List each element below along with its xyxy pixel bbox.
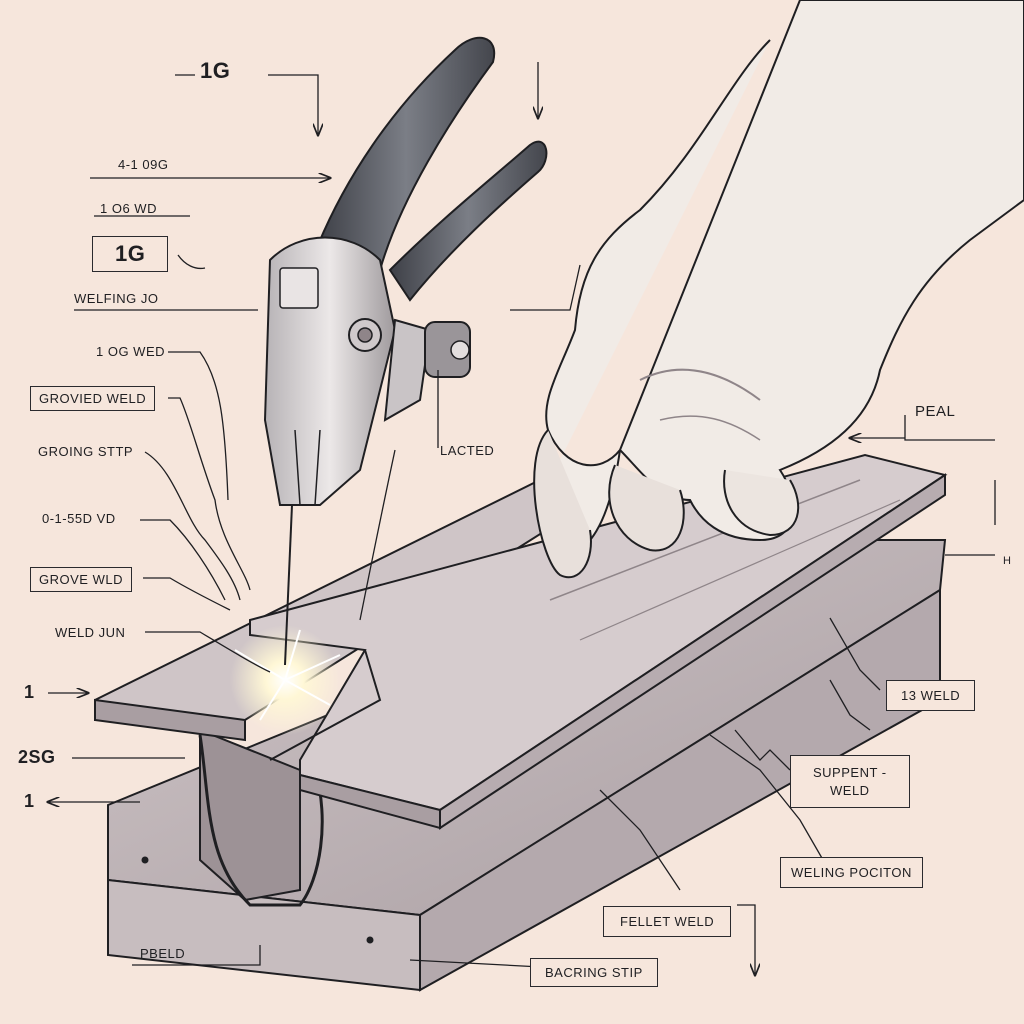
weld-spark-icon [230, 625, 341, 735]
label-1-og-wed: 1 OG WED [96, 344, 166, 359]
leader-lines [48, 62, 996, 975]
hand-icon [533, 0, 1024, 579]
label-suppent-weld: SUPPENT - WELD [790, 755, 910, 809]
welding-clamp-icon [263, 36, 548, 666]
label-grovied-weld: GROVIED WELD [30, 386, 156, 411]
label-weld-jun: WELD JUN [55, 625, 126, 640]
right-plate [249, 453, 948, 830]
label-peal: PEAL [915, 403, 956, 420]
label-grove-wld: GROVE WLD [30, 567, 132, 592]
label-1-o6-wd: 1 O6 WD [100, 201, 157, 216]
label-01-55d-vd: 0-1-55D VD [42, 511, 116, 526]
label-1g-boxed: 1G [92, 236, 169, 272]
label-fellet-weld: FELLET WELD [603, 906, 732, 937]
label-h: H [1003, 555, 1012, 567]
label-bacring-stip: BACRING STIP [530, 958, 658, 987]
label-number-1-top: 1 [24, 682, 35, 702]
groove-channel [198, 728, 324, 907]
label-weling-position: WELING POCITON [780, 857, 923, 888]
label-1g-top: 1G [200, 58, 231, 83]
label-4-1-09g: 4-1 09G [118, 157, 169, 172]
label-lacted: LACTED [440, 443, 495, 458]
label-2sg: 2SG [18, 747, 56, 767]
label-groing-stp: GROING STTP [38, 444, 134, 459]
label-13-weld: 13 WELD [886, 680, 976, 711]
label-number-1-bottom: 1 [24, 791, 35, 811]
label-welding-jo: WELFING JO [74, 291, 159, 306]
label-pbeld: PBELD [140, 946, 186, 961]
